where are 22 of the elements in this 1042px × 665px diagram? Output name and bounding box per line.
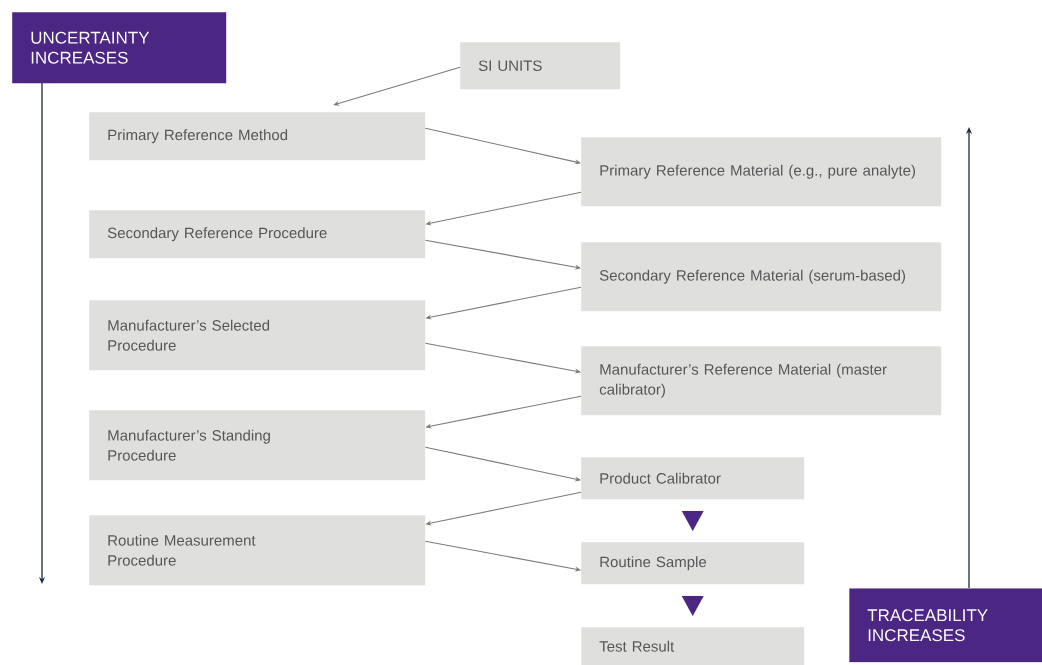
arrow xyxy=(424,446,581,482)
arrow xyxy=(333,66,461,106)
process-box: Product Calibrator xyxy=(581,457,805,500)
label-band: UNCERTAINTY INCREASES xyxy=(12,12,227,84)
process-box: Manufacturer’s Standing Procedure xyxy=(89,410,426,481)
process-box: Manufacturer’s Reference Material (master calibrator) xyxy=(581,346,942,416)
chevron-arrow xyxy=(681,596,704,616)
process-box: Manufacturer’s Selected Procedure xyxy=(89,300,426,371)
process-box: SI UNITS xyxy=(460,42,621,90)
arrow xyxy=(424,127,581,165)
arrow xyxy=(424,540,581,572)
arrow xyxy=(424,342,581,374)
process-box: Primary Reference Material (e.g., pure analyte) xyxy=(581,137,942,207)
process-box: Secondary Reference Procedure xyxy=(89,210,426,259)
process-box: Secondary Reference Material (serum-based) xyxy=(581,242,942,312)
label-band: TRACEABILITY INCREASES xyxy=(849,588,1042,663)
chevron-arrow xyxy=(681,510,704,531)
process-box: Test Result xyxy=(581,627,805,665)
process-box: Primary Reference Method xyxy=(89,112,426,161)
process-box: Routine Sample xyxy=(581,542,805,585)
arrow xyxy=(424,239,581,270)
process-box: Routine Measurement Procedure xyxy=(89,515,426,586)
